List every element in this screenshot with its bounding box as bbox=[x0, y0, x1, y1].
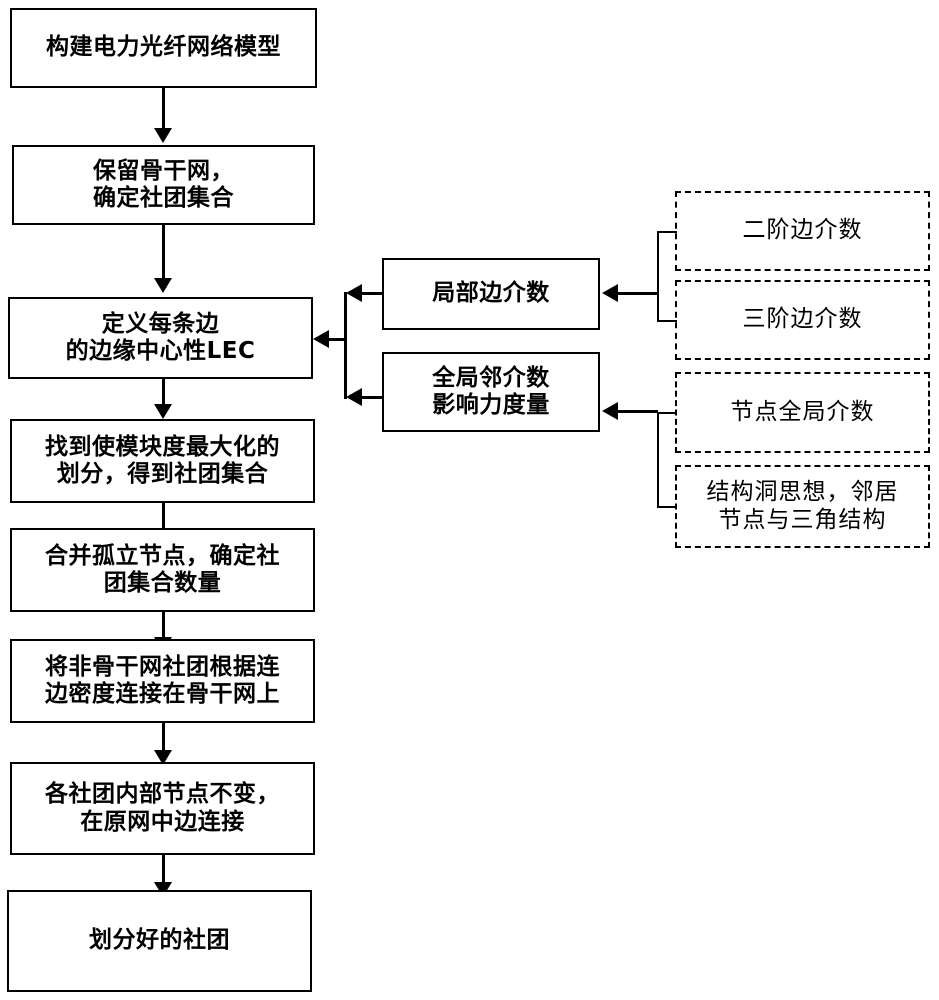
connector-global-source-bus bbox=[657, 412, 659, 508]
node-step-result: 划分好的社团 bbox=[7, 890, 312, 992]
connector-node-global-stub bbox=[657, 412, 677, 414]
connector-merge-isolated-to-attach bbox=[162, 612, 165, 640]
node-step-define-lec: 定义每条边 的边缘中心性LEC bbox=[8, 297, 313, 379]
connector-backbone-to-define-lec bbox=[162, 225, 165, 280]
node-metric-local-edge-betweenness: 局部边介数 bbox=[382, 258, 600, 330]
arrowhead-backbone-to-define-lec bbox=[154, 278, 172, 293]
arrowhead-define-lec-to-modularity bbox=[154, 404, 172, 419]
arrowhead-global-metric-to-bus bbox=[346, 388, 362, 406]
node-source-structural-hole: 结构洞思想，邻居 节点与三角结构 bbox=[675, 465, 930, 548]
connector-modularity-to-merge-isolated bbox=[162, 503, 165, 531]
node-step-merge-isolated: 合并孤立节点，确定社 团集合数量 bbox=[10, 528, 315, 612]
connector-global-metric-stub bbox=[362, 396, 384, 399]
arrowhead-attach-to-keep-internal bbox=[154, 750, 172, 765]
arrowhead-bus-to-local-metric bbox=[602, 284, 618, 302]
connector-bus-to-global-metric bbox=[618, 410, 658, 413]
connector-define-lec-to-modularity bbox=[162, 379, 165, 407]
connector-attach-to-keep-internal bbox=[162, 723, 165, 753]
connector-bus-to-local-metric bbox=[618, 292, 658, 295]
node-source-third-order-edge-betweenness: 三阶边介数 bbox=[675, 280, 930, 360]
node-metric-global-neighbor-influence: 全局邻介数 影响力度量 bbox=[382, 352, 600, 432]
node-step-build-model: 构建电力光纤网络模型 bbox=[10, 8, 317, 88]
connector-structural-hole-stub bbox=[657, 506, 677, 508]
connector-second-order-stub bbox=[657, 231, 677, 233]
connector-build-model-to-backbone bbox=[162, 88, 165, 130]
arrowhead-bus-to-define-lec bbox=[313, 330, 329, 348]
connector-metric-merge-bus bbox=[344, 292, 347, 399]
arrowhead-local-metric-to-bus bbox=[346, 284, 362, 302]
connector-third-order-stub bbox=[657, 320, 677, 322]
node-step-keep-internal: 各社团内部节点不变， 在原网中边连接 bbox=[10, 762, 315, 855]
node-step-attach-nonbackbone: 将非骨干网社团根据连 边密度连接在骨干网上 bbox=[10, 639, 315, 723]
connector-local-metric-stub bbox=[362, 292, 384, 295]
node-step-maximize-modularity: 找到使模块度最大化的 划分，得到社团集合 bbox=[10, 419, 315, 503]
connector-local-source-bus bbox=[657, 231, 659, 322]
node-source-second-order-edge-betweenness: 二阶边介数 bbox=[675, 191, 930, 271]
connector-bus-to-define-lec bbox=[329, 338, 347, 341]
node-step-backbone: 保留骨干网， 确定社团集合 bbox=[12, 145, 315, 225]
connector-keep-internal-to-result bbox=[162, 855, 165, 887]
node-source-node-global-betweenness: 节点全局介数 bbox=[675, 372, 930, 453]
arrowhead-bus-to-global-metric bbox=[602, 402, 618, 420]
arrowhead-build-model-to-backbone bbox=[154, 128, 172, 143]
